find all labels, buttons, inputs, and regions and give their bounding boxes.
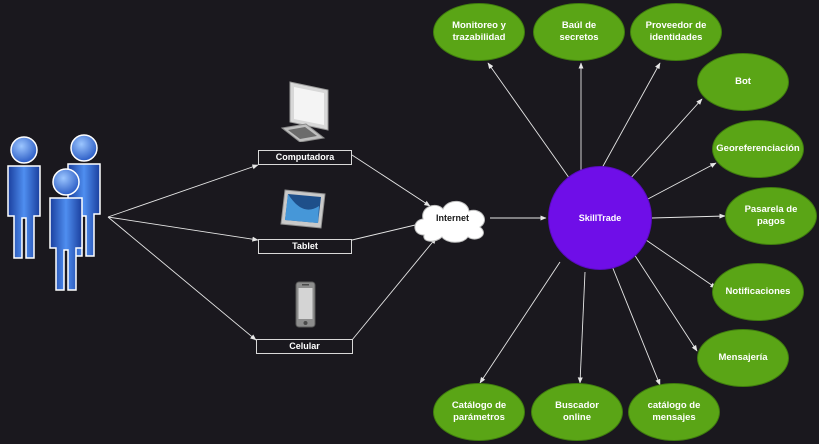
service-label: Pasarela de pagos [744, 204, 798, 227]
service-monitoring: Monitoreo y trazabilidad [433, 3, 525, 61]
service-label: Baúl de secretos [559, 20, 599, 43]
service-payments: Pasarela de pagos [725, 187, 817, 245]
users-group-icon [7, 134, 101, 291]
edge-hub-payments [651, 213, 726, 219]
service-label: Catálogo de parámetros [451, 400, 507, 423]
hub-label: SkillTrade [578, 213, 622, 223]
edge-hub-bot [627, 98, 703, 182]
service-messaging: Mensajería [697, 329, 789, 387]
device-label-computer: Computadora [258, 150, 352, 165]
service-param-catalog: Catálogo de parámetros [433, 383, 525, 441]
service-label: Bot [735, 76, 751, 87]
service-label: Monitoreo y trazabilidad [452, 20, 506, 43]
service-idp: Proveedor de identidades [630, 3, 722, 61]
edge-phone-internet [351, 237, 437, 341]
service-geo: Georeferenciación [712, 120, 804, 178]
device-label-phone: Celular [256, 339, 353, 354]
service-search: Buscador online [531, 383, 623, 441]
service-label: Notificaciones [725, 286, 791, 297]
service-label: Proveedor de identidades [645, 20, 707, 43]
service-label: Georeferenciación [716, 143, 800, 154]
desktop-computer-icon [280, 81, 329, 142]
service-label: catálogo de mensajes [647, 400, 701, 423]
edge-hub-search [577, 271, 586, 384]
service-message-catalog: catálogo de mensajes [628, 383, 720, 441]
edge-users-phone [107, 216, 257, 341]
service-vault: Baúl de secretos [533, 3, 625, 61]
service-label: Buscador online [555, 400, 599, 423]
mobile-phone-icon [295, 281, 316, 328]
tablet-icon [280, 189, 326, 229]
edge-computer-internet [351, 154, 431, 207]
edge-hub-monitoring [487, 62, 573, 183]
edge-hub-idp [601, 62, 661, 169]
internet-label: Internet [436, 213, 470, 223]
edge-hub-geo [645, 162, 717, 201]
edge-hub-message-catalog [611, 265, 661, 386]
edge-hub-param-catalog [479, 261, 561, 384]
edge-users-tablet [107, 216, 259, 242]
edge-hub-messaging [633, 253, 698, 352]
service-notifications: Notificaciones [712, 263, 804, 321]
edge-users-computer [107, 164, 259, 218]
service-bot: Bot [697, 53, 789, 111]
device-label-tablet: Tablet [258, 239, 352, 254]
service-label: Mensajería [718, 352, 768, 363]
cloud-icon [414, 200, 485, 243]
edge-hub-notifications [645, 239, 717, 289]
skilltrade-hub: SkillTrade [548, 166, 652, 270]
